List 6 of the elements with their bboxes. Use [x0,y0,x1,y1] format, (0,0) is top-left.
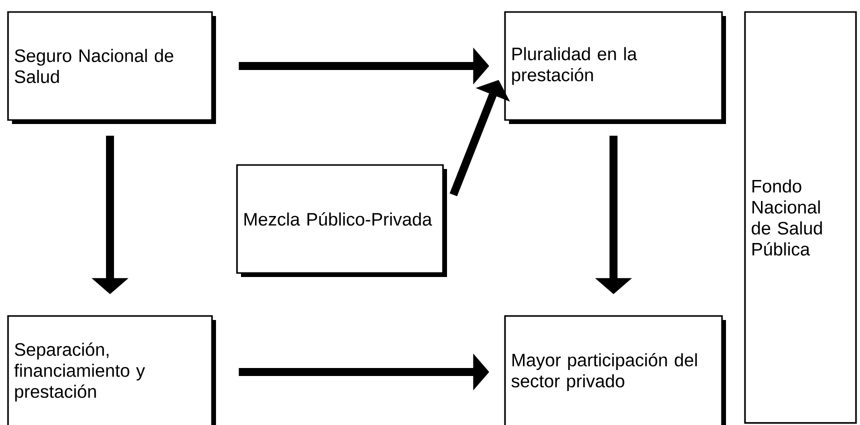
process-box: Pluralidad en la prestación [504,11,726,124]
process-box: Mezcla Público-Privada [236,164,447,277]
process-box: Separación, financiamiento y prestación [7,315,216,425]
text-panel: Fondo Nacional de Salud Pública [744,11,857,424]
process-box: Mayor participación del sector privado [504,315,726,425]
process-box: Seguro Nacional de Salud [7,11,216,124]
